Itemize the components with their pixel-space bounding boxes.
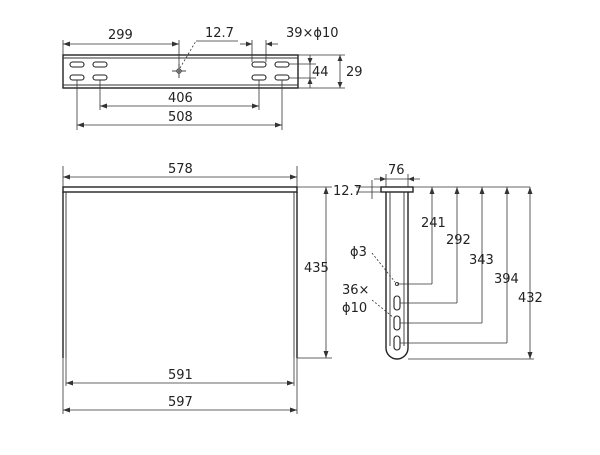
- dim-591: 591: [168, 368, 193, 383]
- dim-299: 299: [108, 28, 133, 43]
- front-top-flange: [62, 186, 298, 193]
- dim-435: 435: [304, 261, 329, 276]
- dim-76: 76: [388, 163, 405, 178]
- top-left-slots: [69, 61, 108, 81]
- side-slots: [393, 295, 401, 351]
- dim-343: 343: [469, 253, 494, 268]
- label-holes-count: 36×: [342, 283, 369, 298]
- dim-597: 597: [168, 395, 193, 410]
- dim-406: 406: [168, 91, 193, 106]
- label-phi3: ϕ3: [350, 245, 367, 260]
- side-top-flange: [380, 186, 414, 193]
- top-plate-outline: [62, 54, 299, 89]
- dim-39xphi10: 39×ϕ10: [286, 26, 339, 41]
- dim-241: 241: [421, 216, 446, 231]
- dim-29: 29: [346, 65, 363, 80]
- dim-44: 44: [312, 65, 329, 80]
- top-view: 299 12.7 39×ϕ10 44 29 406: [62, 26, 363, 130]
- dim-508: 508: [168, 110, 193, 125]
- dim-12-7-top: 12.7: [205, 26, 234, 41]
- dim-12-7-side: 12.7: [333, 184, 362, 199]
- dim-394: 394: [494, 272, 519, 287]
- side-view: 76 12.7 241 292 343 394 432 ϕ3: [333, 163, 543, 360]
- top-right-slots: [251, 61, 290, 81]
- front-view: 578 435 591 597: [62, 162, 332, 414]
- dim-292: 292: [446, 233, 471, 248]
- dim-578: 578: [168, 162, 193, 177]
- dim-432: 432: [518, 291, 543, 306]
- label-holes-size: ϕ10: [342, 301, 367, 316]
- side-bracket-outline: [385, 192, 409, 360]
